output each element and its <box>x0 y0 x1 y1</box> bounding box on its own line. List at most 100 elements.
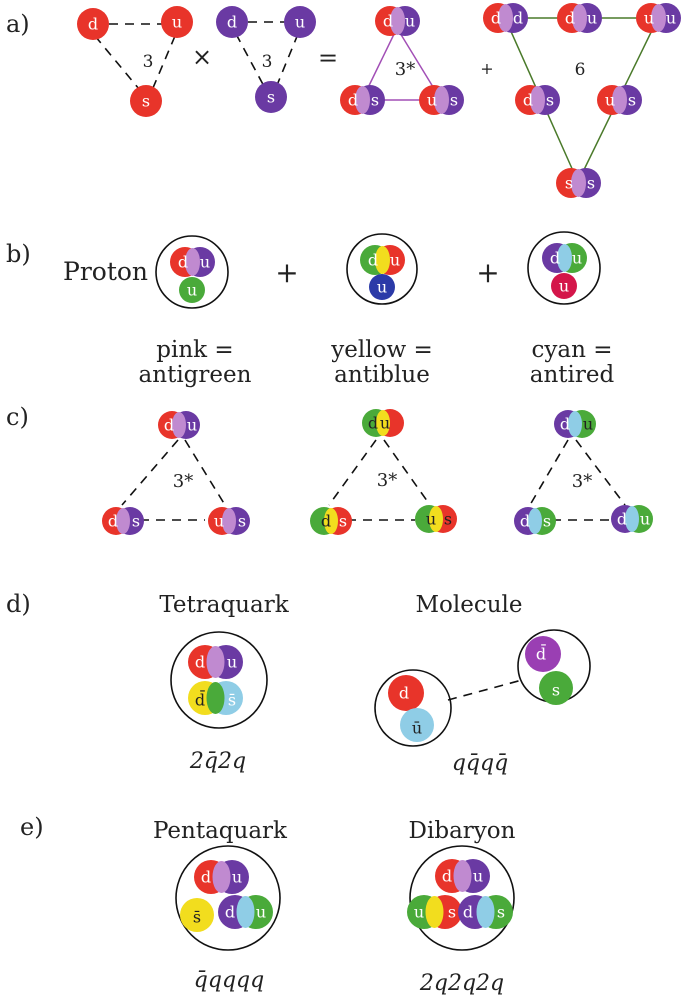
legend-yellow-bottom: antiblue <box>334 362 430 388</box>
svg-text:d̄: d̄ <box>536 642 547 663</box>
svg-text:d: d <box>178 253 188 272</box>
multiplicity-3: 3 <box>262 52 273 72</box>
diquark-du: d u <box>554 410 596 438</box>
anti-triplet-pink: d u d s u s 3* <box>102 411 250 535</box>
svg-text:d: d <box>321 512 331 531</box>
svg-text:d: d <box>463 903 473 922</box>
svg-text:u: u <box>414 903 424 922</box>
diquark-us: u s <box>208 507 250 535</box>
legend-cyan-top: cyan = <box>532 337 613 363</box>
diquark-du: d u <box>362 409 404 437</box>
pentaquark-formula: q̄qqqq <box>194 968 264 993</box>
svg-text:d: d <box>520 512 530 531</box>
svg-text:s: s <box>238 512 246 531</box>
triplet-quark: d u s 3 <box>77 6 193 117</box>
triplet-antiquark: d u s 3 <box>216 6 316 113</box>
svg-text:d: d <box>195 653 205 672</box>
svg-text:s: s <box>497 903 505 922</box>
pentaquark: d u s̄ d u <box>175 845 281 951</box>
multiplicity-3: 3 <box>143 52 154 72</box>
svg-text:s: s <box>587 174 595 193</box>
quark-u <box>284 6 316 38</box>
svg-text:u: u <box>405 12 415 31</box>
diquark-ds: d s <box>514 507 556 535</box>
quark-s <box>130 85 162 117</box>
svg-text:u: u <box>587 9 597 28</box>
panel-label-b: b) <box>6 240 31 268</box>
diquark-us: u s <box>415 505 457 533</box>
svg-text:s: s <box>552 681 560 700</box>
quark-u <box>161 6 193 38</box>
svg-text:d̄: d̄ <box>195 688 206 709</box>
legend-pink-bottom: antigreen <box>139 362 252 388</box>
panel-label-c: c) <box>6 403 29 431</box>
diquark-dd: d d <box>483 3 528 33</box>
proton-state-yellow: d u u <box>346 233 418 305</box>
anti-triplet-label: 3* <box>377 470 397 491</box>
svg-text:d: d <box>560 415 570 434</box>
svg-text:s: s <box>450 91 458 110</box>
svg-text:ū: ū <box>412 719 422 738</box>
svg-text:s: s <box>565 174 573 193</box>
svg-text:d: d <box>164 416 174 435</box>
svg-text:s: s <box>267 88 275 107</box>
quark-d <box>77 8 109 40</box>
svg-text:u: u <box>200 253 210 272</box>
panel-d: Tetraquark Molecule d u d̄ s̄ 2q̄2q d ū … <box>159 592 591 776</box>
svg-text:s̄: s̄ <box>228 691 236 710</box>
panel-c: d u d s u s 3* <box>102 409 653 535</box>
legend-pink-top: pink = <box>156 337 233 363</box>
svg-text:d: d <box>368 414 378 433</box>
svg-text:d: d <box>348 91 358 110</box>
molecule-title: Molecule <box>415 592 522 618</box>
svg-text:d: d <box>368 251 378 270</box>
svg-text:u: u <box>390 251 400 270</box>
quark-d <box>216 6 248 38</box>
times-sign: × <box>192 43 212 71</box>
panel-label-d: d) <box>6 590 31 618</box>
panel-a: d u s 3 × d u s 3 = d <box>77 3 681 198</box>
svg-text:d: d <box>491 9 501 28</box>
panel-label-a: a) <box>6 10 30 38</box>
tetraquark-formula: 2q̄2q <box>189 749 246 774</box>
svg-text:d: d <box>565 9 575 28</box>
legend-cyan-bottom: antired <box>530 362 615 388</box>
svg-text:d: d <box>550 249 560 268</box>
svg-text:s̄: s̄ <box>193 908 201 927</box>
sextet-label: 6 <box>575 60 586 80</box>
diquark-ds: d s <box>310 507 352 535</box>
svg-text:u: u <box>666 9 676 28</box>
proton-state-cyan: d u u <box>527 231 601 305</box>
anti-triplet-label: 3* <box>572 471 592 492</box>
svg-text:s: s <box>628 91 636 110</box>
anti-triplet-cyan: d u d s d u 3* <box>514 410 653 535</box>
diquark-ss: s s <box>556 168 601 198</box>
svg-text:d: d <box>88 15 98 34</box>
svg-text:d: d <box>227 13 237 32</box>
proton-state-pink: d u u <box>155 235 229 309</box>
dibaryon-formula: 2q2q2q <box>419 971 504 996</box>
svg-text:u: u <box>426 510 436 529</box>
svg-text:u: u <box>256 903 266 922</box>
diquark-uu: u u <box>636 3 681 33</box>
quark-s <box>255 81 287 113</box>
svg-text:s: s <box>543 512 551 531</box>
svg-text:u: u <box>214 512 224 531</box>
diquark-ds: d s <box>102 507 144 535</box>
svg-text:s: s <box>448 903 456 922</box>
anti-triplet: d u d s u s 3* <box>340 6 464 115</box>
svg-text:s: s <box>132 512 140 531</box>
svg-text:u: u <box>172 13 182 32</box>
svg-text:u: u <box>377 278 387 297</box>
molecule-formula: qq̄qq̄ <box>452 751 508 776</box>
svg-text:d: d <box>399 684 409 703</box>
panel-label-e: e) <box>20 813 44 841</box>
svg-text:s: s <box>371 91 379 110</box>
plus-sign: + <box>476 256 499 289</box>
svg-text:u: u <box>427 91 437 110</box>
svg-text:d: d <box>617 510 627 529</box>
anti-triplet-yellow: d u d s u s 3* <box>310 409 457 535</box>
svg-text:u: u <box>295 13 305 32</box>
diquark-us: u s <box>419 85 464 115</box>
